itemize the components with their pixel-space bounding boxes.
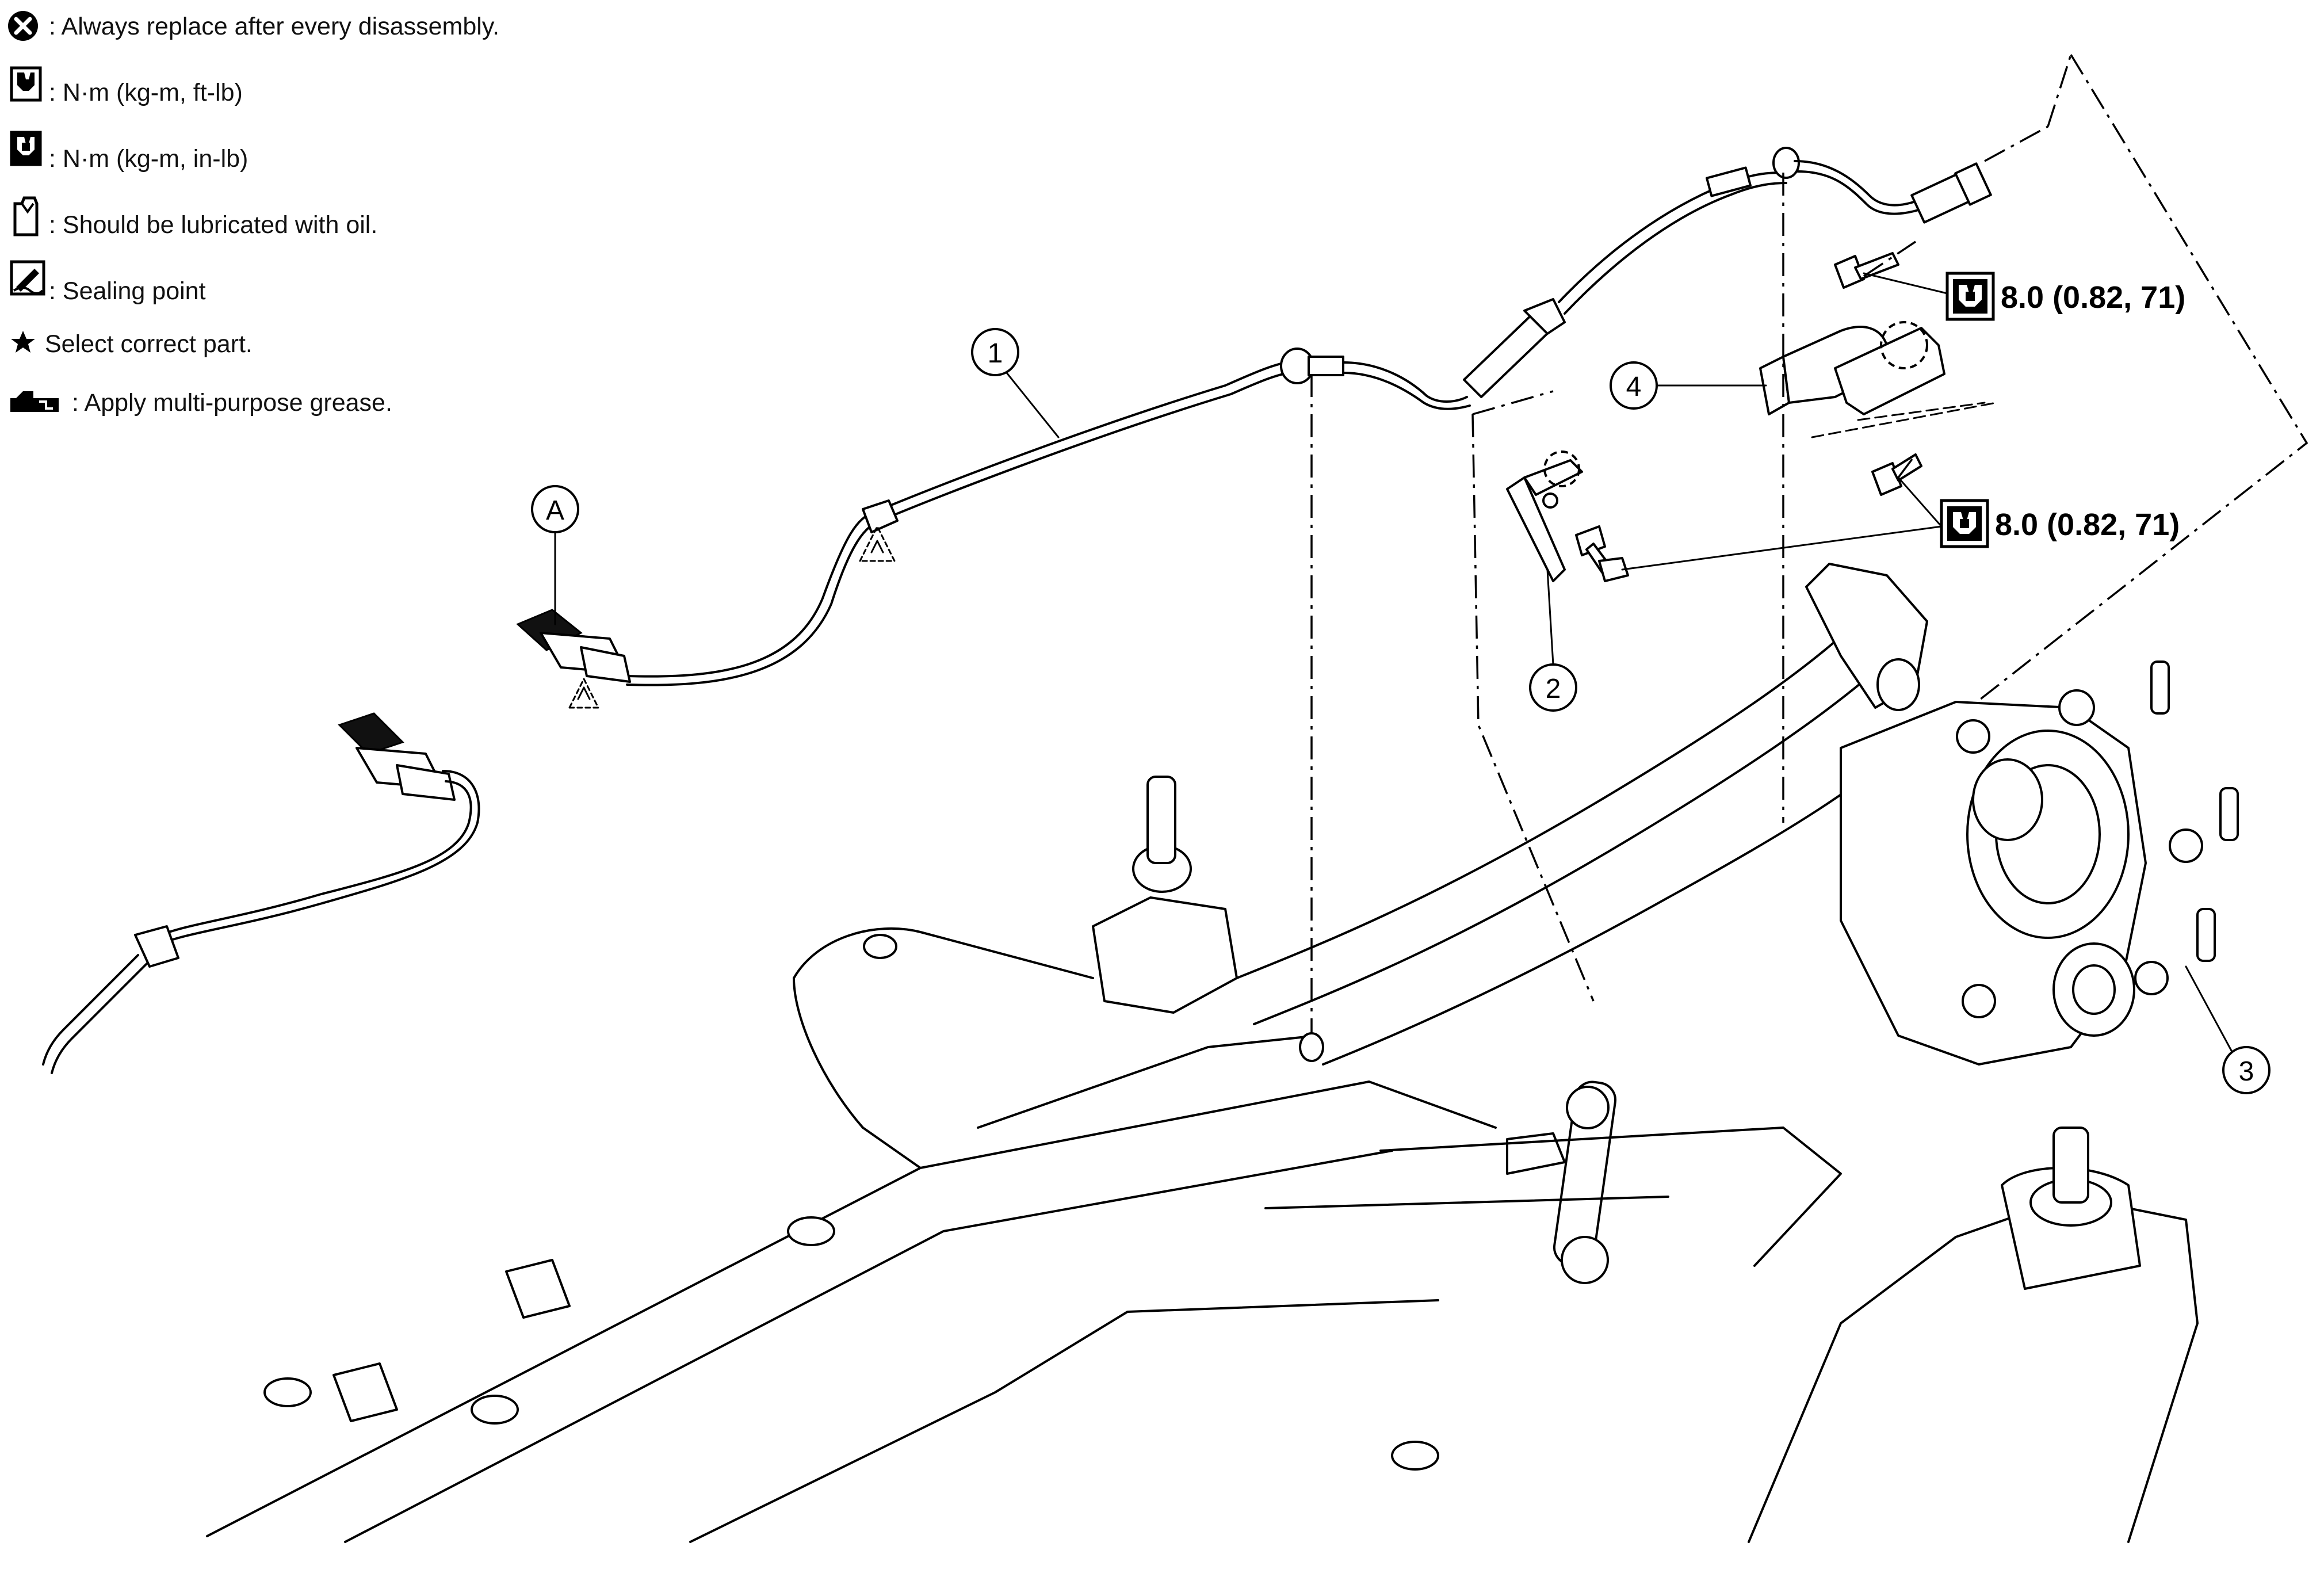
legend-torque-in-lb-text: : N·m (kg-m, in-lb) — [49, 145, 248, 173]
stabilizer-link — [1506, 1080, 1617, 1284]
legend-torque-ft-lb-text: : N·m (kg-m, ft-lb) — [49, 79, 243, 106]
torque-upper-value: 8.0 (0.82, 71) — [2001, 280, 2185, 315]
callout-a: A — [531, 485, 579, 625]
legend-oil-text: : Should be lubricated with oil. — [49, 211, 377, 239]
bracket-2-bolt — [1575, 525, 1629, 582]
torque-spec-upper: 8.0 (0.82, 71) — [1863, 272, 2185, 321]
torque-lower-value: 8.0 (0.82, 71) — [1995, 507, 2180, 542]
bracket-4-lower-bolt — [1871, 453, 1922, 496]
sensor-bracket-4 — [1759, 321, 1997, 438]
legend-star-text: Select correct part. — [45, 330, 253, 358]
assembly-guide-lines — [1310, 54, 2308, 1053]
star-icon — [11, 331, 35, 353]
callout-4: 4 — [1610, 361, 1767, 410]
callout-4-label: 4 — [1626, 372, 1642, 402]
sensor-bracket-2 — [1506, 450, 1629, 582]
grease-icon — [10, 391, 59, 412]
harness-clip-upper — [859, 499, 899, 562]
sealing-point-icon — [10, 260, 45, 296]
replace-icon — [8, 11, 38, 41]
torque-in-lb-icon — [10, 131, 42, 166]
torque-in-lb-icon — [1953, 279, 1987, 314]
harness-grommet-1 — [1280, 348, 1344, 384]
axle-hub-assembly — [1840, 660, 2239, 1066]
bracket-4-upper-bolt — [1834, 252, 1899, 289]
callout-1: 1 — [971, 328, 1060, 438]
vehicle-harness — [42, 712, 480, 1074]
callout-a-label: A — [546, 495, 564, 526]
callout-2-label: 2 — [1546, 674, 1561, 704]
wheel-sensor-head — [1910, 125, 2048, 224]
callout-3-label: 3 — [2239, 1056, 2254, 1087]
legend-sealing-text: : Sealing point — [49, 277, 206, 305]
oil-lubricate-icon — [13, 196, 39, 236]
torque-ft-lb-icon — [10, 66, 42, 102]
torque-spec-lower: 8.0 (0.82, 71) — [1621, 476, 2180, 571]
rear-suspension-member — [206, 563, 2239, 1543]
legend-grease-text: : Apply multi-purpose grease. — [72, 389, 392, 417]
legend-replace-text: : Always replace after every disassembly… — [49, 13, 499, 40]
legend: : Always replace after every disassembly… — [8, 11, 499, 417]
wheel-sensor-harness — [516, 125, 2048, 709]
callout-1-label: 1 — [988, 338, 1003, 369]
torque-in-lb-icon — [1947, 506, 1982, 541]
harness-connector-a — [516, 609, 631, 709]
callout-2: 2 — [1529, 568, 1577, 712]
callout-3: 3 — [2185, 965, 2271, 1094]
vehicle-harness-clip — [134, 925, 179, 968]
harness-grommet-2 — [1706, 147, 1800, 197]
